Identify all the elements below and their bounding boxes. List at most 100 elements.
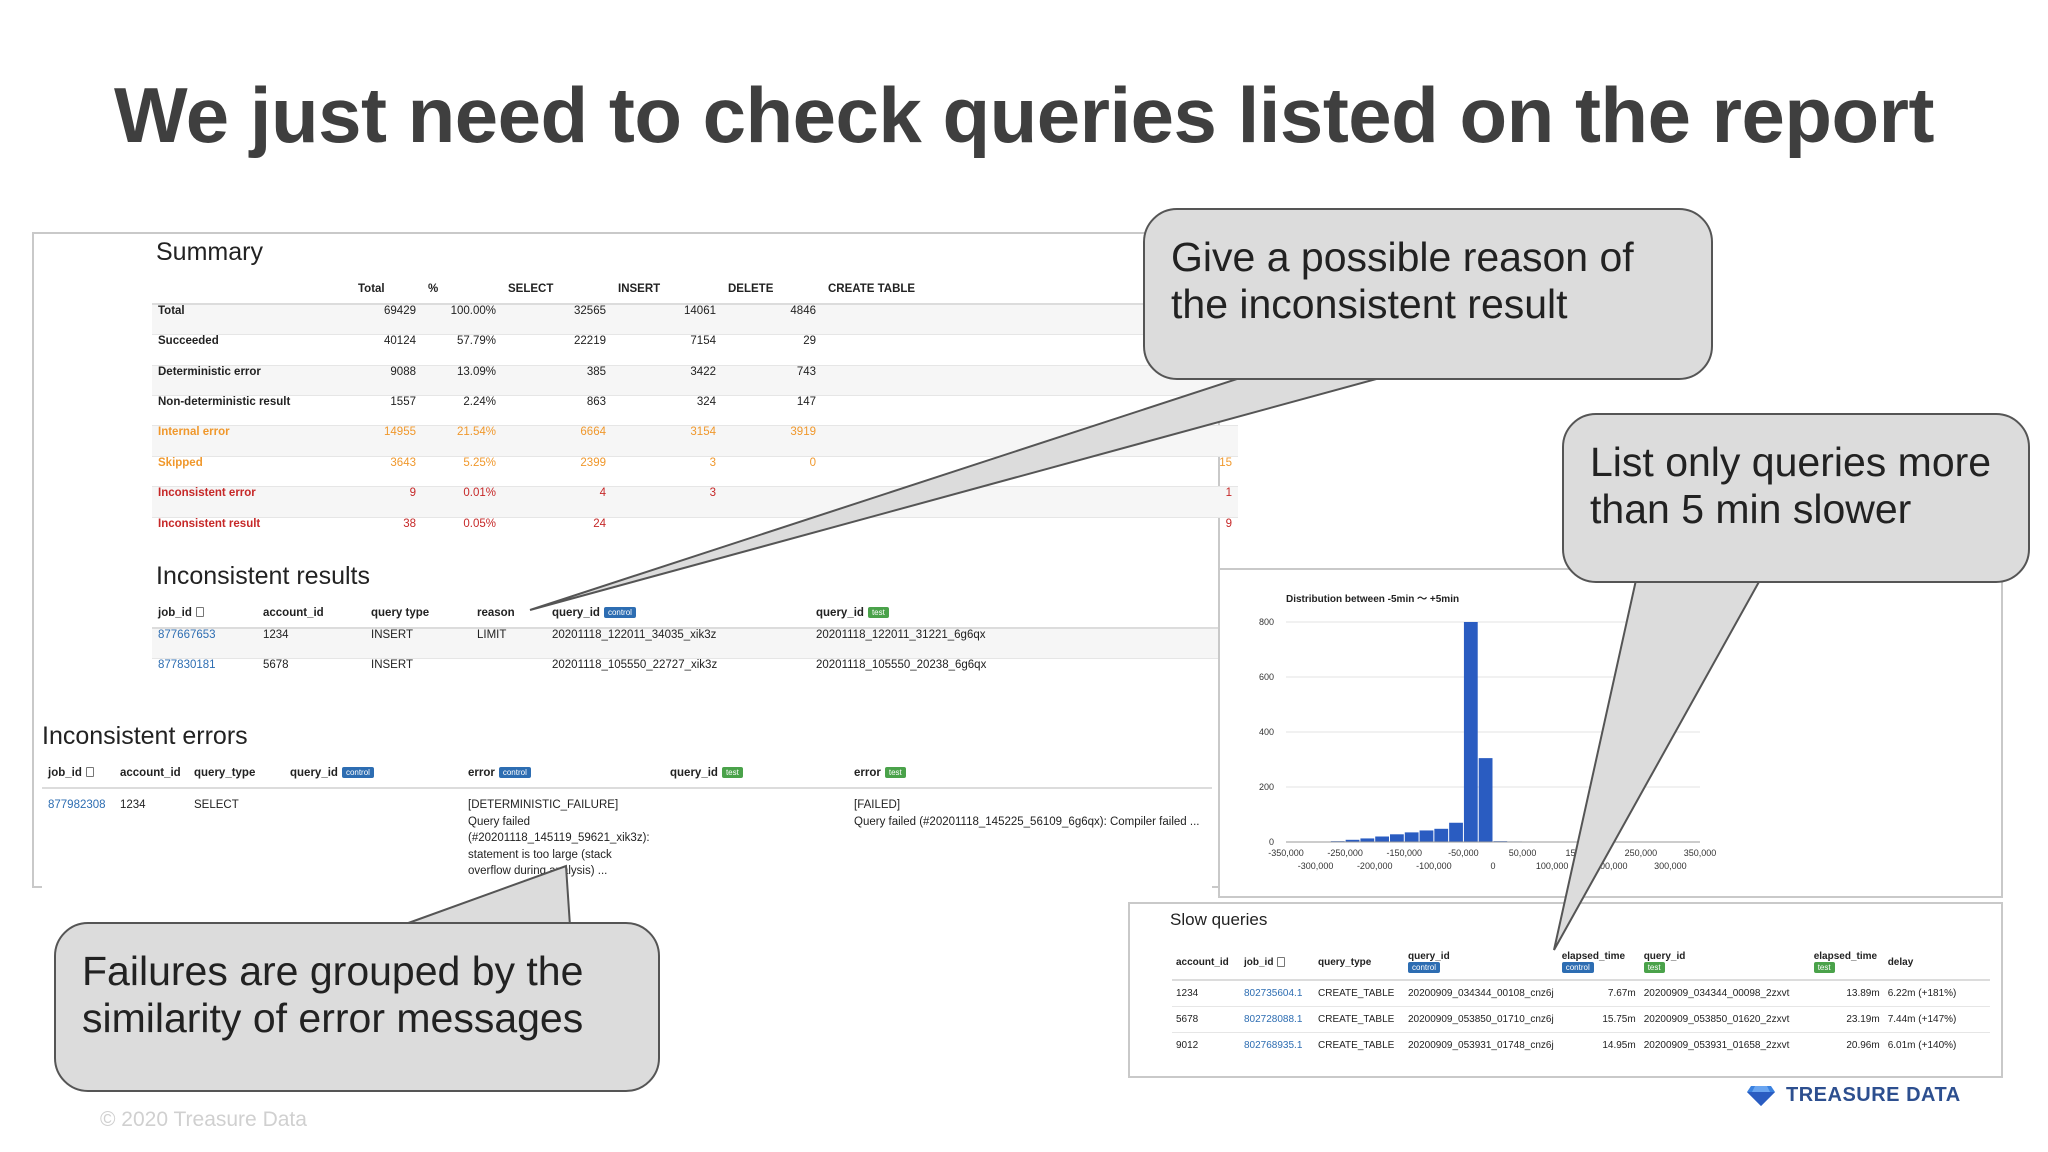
col-job-id[interactable]: job_id [1240, 946, 1314, 981]
x-tick-label: 250,000 [1625, 848, 1658, 858]
job-id-link[interactable]: 802735604.1 [1244, 987, 1303, 999]
summary-row-label: Deterministic error [152, 364, 352, 396]
col-job-id[interactable]: job_id [152, 598, 257, 629]
x-tick-label: -300,000 [1298, 861, 1334, 871]
callout-reason: Give a possible reason of the inconsiste… [1143, 208, 1713, 380]
callout-grouped-line-1: Failures are grouped by the [82, 948, 584, 994]
test-tag: test [867, 606, 889, 618]
callout-grouped: Failures are grouped by the similarity o… [54, 922, 660, 1092]
summary-col-header: Total [352, 274, 422, 306]
summary-cell [822, 425, 1238, 457]
summary-row-label: Inconsistent error [152, 486, 352, 518]
control-tag: control [498, 766, 531, 778]
histogram-bar [1390, 834, 1404, 842]
job-id-link[interactable]: 802728088.1 [1244, 1013, 1303, 1025]
query-id-control-cell: 20200909_053931_01748_cnz6j [1404, 1031, 1558, 1058]
x-tick-label: 50,000 [1509, 848, 1537, 858]
summary-cell: 0.05% [422, 516, 502, 548]
col-query-type: query_type [188, 758, 284, 789]
job-id-link[interactable]: 877667653 [158, 629, 216, 641]
copy-icon[interactable] [195, 607, 204, 618]
query-type-cell: CREATE_TABLE [1314, 979, 1404, 1006]
job-id-link[interactable]: 802768935.1 [1244, 1039, 1303, 1051]
summary-row: Deterministic error908813.09%38534227434… [152, 364, 1238, 396]
summary-cell: 5.25% [422, 455, 502, 487]
summary-cell: 69429 [352, 303, 422, 335]
test-tag: test [884, 766, 906, 778]
query-type-cell: SELECT [188, 787, 284, 888]
summary-row-label: Total [152, 303, 352, 335]
callout-slow: List only queries more than 5 min slower [1562, 413, 2030, 583]
brand-name: TREASURE DATA [1786, 1084, 1961, 1106]
copy-icon[interactable] [1277, 957, 1286, 968]
inconsistent-errors-heading: Inconsistent errors [42, 722, 248, 750]
histogram-bar [1360, 838, 1375, 842]
reason-cell: LIMIT [471, 627, 546, 658]
col-query-type: query type [365, 598, 471, 629]
histogram-bar [1419, 830, 1434, 842]
callout-grouped-line-2: similarity of error messages [82, 995, 584, 1041]
summary-cell: 2.24% [422, 395, 502, 426]
summary-cell [612, 516, 722, 548]
error-test-cell: [FAILED]Query failed (#20201118_145225_5… [848, 787, 1212, 888]
copyright: © 2020 Treasure Data [100, 1108, 307, 1131]
summary-col-header: % [422, 274, 502, 306]
copy-icon[interactable] [85, 767, 94, 778]
query-id-test-cell: 20201118_105550_20238_6g6qx [810, 657, 1238, 688]
summary-cell: 7154 [612, 334, 722, 366]
callout-slow-line-1: List only queries more [1590, 439, 1992, 485]
summary-cell: 38 [352, 516, 422, 548]
callout-reason-line-1: Give a possible reason of [1171, 234, 1634, 280]
summary-cell: 3422 [612, 364, 722, 396]
histogram-bar [1345, 839, 1360, 842]
query-id-control-cell: 20200909_053850_01710_cnz6j [1404, 1005, 1558, 1032]
account-id-cell: 5678 [257, 657, 365, 688]
x-tick-label: 350,000 [1684, 848, 1717, 858]
error-line: [DETERMINISTIC_FAILURE] [468, 799, 619, 811]
account-id-cell: 5678 [1172, 1005, 1240, 1032]
summary-cell: 9 [822, 516, 1238, 548]
query-id-test-cell: 20201118_122011_31221_6g6qx [810, 627, 1238, 658]
control-tag: control [1408, 962, 1441, 974]
col-account-id: account_id [1172, 946, 1240, 981]
col-account-id: account_id [114, 758, 188, 789]
col-delay: delay [1883, 946, 1990, 981]
job-id-cell: 802735604.1 [1240, 979, 1314, 1006]
histogram-bar [1463, 622, 1478, 842]
summary-cell: 100.00% [422, 303, 502, 335]
job-id-cell: 877982308 [42, 787, 114, 888]
elapsed-control-cell: 15.75m [1557, 1005, 1640, 1032]
reason-cell [471, 657, 546, 688]
summary-cell [722, 486, 822, 518]
summary-cell: 3643 [352, 455, 422, 487]
col-account-id: account_id [257, 598, 365, 629]
summary-cell: 57.79% [422, 334, 502, 366]
histogram-bar [1375, 836, 1389, 842]
col-job-id[interactable]: job_id [42, 758, 114, 789]
error-line: Query failed (#20201118_145225_56109_6g6… [854, 815, 1200, 828]
slow-queries-panel: Slow queries account_id job_id query_typ… [1128, 902, 2003, 1078]
test-tag: test [1813, 962, 1835, 974]
summary-cell: 13.09% [422, 364, 502, 396]
summary-cell: 32565 [502, 303, 612, 335]
error-line: (#20201118_145119_59621_xik3z): [468, 832, 650, 844]
summary-cell: 9 [352, 486, 422, 518]
x-tick-label: -250,000 [1327, 848, 1363, 858]
job-id-link[interactable]: 877982308 [48, 799, 106, 811]
y-tick-label: 200 [1259, 782, 1274, 792]
x-tick-label: -350,000 [1268, 848, 1304, 858]
summary-cell: 22219 [502, 334, 612, 366]
job-id-link[interactable]: 877830181 [158, 658, 216, 671]
